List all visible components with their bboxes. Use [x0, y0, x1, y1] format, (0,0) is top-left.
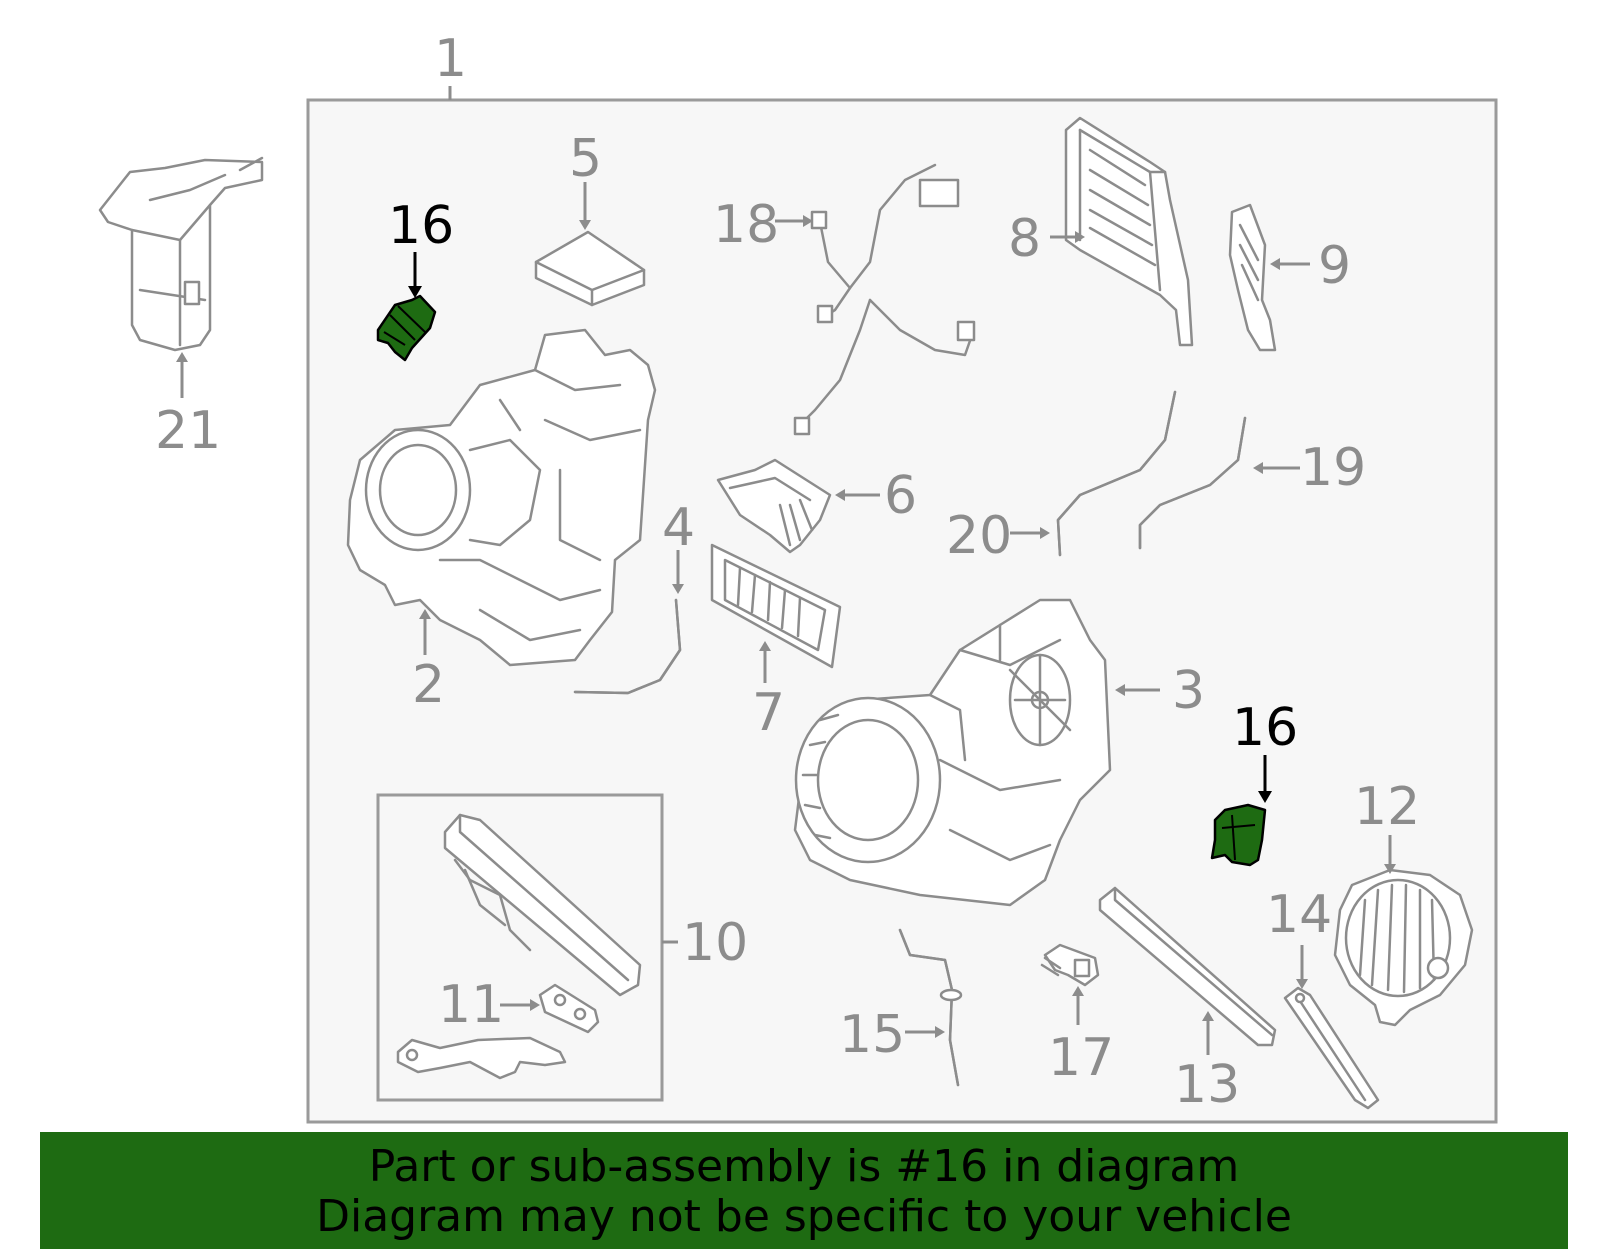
label-16-upper: 16 [388, 196, 454, 256]
part-8-heater-core[interactable] [1064, 116, 1194, 347]
part-19-hose[interactable] [1138, 416, 1247, 550]
label-6: 6 [884, 466, 917, 526]
label-19: 19 [1300, 438, 1366, 498]
part-11-expansion-valve[interactable] [538, 983, 600, 1034]
part-17-sensor[interactable] [1040, 943, 1100, 987]
part-21-duct[interactable] [98, 156, 264, 352]
part-6-duct[interactable] [716, 458, 832, 554]
subassembly-frame-10 [376, 793, 664, 1102]
part-15-tube[interactable] [898, 928, 963, 1087]
label-9: 9 [1318, 236, 1351, 296]
info-banner: Part or sub-assembly is #16 in diagram D… [40, 1132, 1568, 1249]
label-14: 14 [1266, 885, 1332, 945]
part-4-tube[interactable] [573, 598, 682, 695]
label-21: 21 [155, 401, 221, 461]
part-12-blower-motor[interactable] [1333, 868, 1474, 1027]
part-9-bracket[interactable] [1228, 203, 1277, 352]
part-2-hvac-case-front[interactable] [346, 328, 657, 667]
part-7-cabin-filter[interactable] [710, 543, 842, 669]
label-20: 20 [946, 506, 1012, 566]
part-20-hose[interactable] [1056, 390, 1177, 557]
part-16-actuator-upper[interactable] [376, 294, 437, 362]
label-4: 4 [662, 498, 695, 558]
label-18: 18 [713, 195, 779, 255]
label-17: 17 [1048, 1028, 1114, 1088]
label-11: 11 [438, 975, 504, 1035]
part-18-wiring-harness[interactable] [793, 163, 976, 436]
label-1: 1 [434, 29, 467, 89]
part-14-bracket[interactable] [1283, 986, 1380, 1110]
label-3: 3 [1172, 661, 1205, 721]
label-7: 7 [752, 683, 785, 743]
part-11-tube[interactable] [396, 1036, 567, 1080]
label-8: 8 [1008, 209, 1041, 269]
part-3-hvac-case-rear[interactable] [793, 598, 1112, 907]
label-12: 12 [1354, 777, 1420, 837]
label-15: 15 [839, 1005, 905, 1065]
part-5-filter[interactable] [534, 230, 646, 307]
label-13: 13 [1174, 1055, 1240, 1115]
banner-line-1: Part or sub-assembly is #16 in diagram [368, 1141, 1240, 1192]
label-10: 10 [682, 913, 748, 973]
label-16-lower: 16 [1232, 698, 1298, 758]
part-16-actuator-lower[interactable] [1210, 803, 1267, 867]
label-5: 5 [569, 129, 602, 189]
part-13-filter[interactable] [1098, 886, 1277, 1047]
label-2: 2 [412, 655, 445, 715]
banner-line-2: Diagram may not be specific to your vehi… [316, 1191, 1292, 1242]
part-10-evaporator[interactable] [443, 813, 642, 997]
